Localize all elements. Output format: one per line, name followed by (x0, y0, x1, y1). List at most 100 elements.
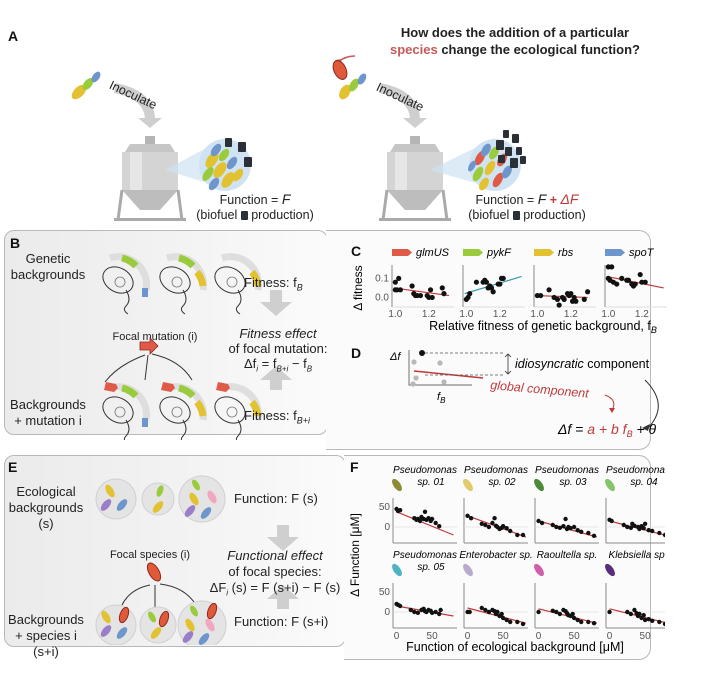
species-icon (534, 478, 544, 492)
backgrounds-species-label: Backgrounds + species i (s+i) (8, 612, 84, 659)
global-arrow (604, 394, 615, 411)
community-cells-right (468, 143, 512, 191)
y-tick-label: 50 (379, 502, 391, 513)
species-icon (463, 478, 473, 492)
species-icon (605, 478, 615, 492)
data-point (641, 613, 646, 618)
species-title: Raoultella sp. (537, 550, 598, 561)
fuel-pump-icon (240, 211, 248, 220)
data-point (563, 516, 568, 522)
data-point (625, 524, 630, 530)
data-point (437, 611, 442, 617)
community-plus-species-1 (95, 604, 137, 645)
data-point (546, 287, 552, 293)
x-tick-label: 1.2 (422, 309, 436, 320)
data-point (412, 609, 417, 615)
data-point (646, 617, 651, 622)
down-arrow-function (267, 525, 299, 551)
data-point (479, 521, 484, 526)
y-tick-label: 0 (384, 607, 390, 618)
inoculate-arrow-right (378, 83, 420, 121)
species-icon (605, 563, 615, 577)
data-point (392, 279, 398, 285)
panel-b-box (4, 230, 328, 435)
data-point (483, 279, 490, 285)
data-point (568, 291, 574, 297)
data-point (410, 381, 416, 387)
x-tick-label: 0 (536, 631, 542, 642)
community-cells-left (202, 143, 244, 191)
data-point (662, 621, 665, 627)
data-point (637, 271, 643, 278)
data-point (397, 287, 403, 293)
genetic-background-cell-1 (98, 257, 148, 314)
data-point (429, 294, 435, 301)
question-line-1: How does the addition of a particular (400, 25, 630, 40)
data-point (467, 609, 472, 615)
green-bacterium-icon (82, 78, 94, 90)
data-point (508, 619, 513, 625)
fit-line (396, 511, 454, 536)
species-subtitle: sp. 01 (417, 477, 444, 488)
data-point (650, 528, 655, 534)
y-tick-label: 0.0 (375, 292, 389, 303)
fitness-top-label: Fitness: fB (244, 275, 303, 293)
up-arrow-function (267, 585, 299, 609)
data-point (607, 609, 612, 615)
function-equation-left: Function = F (219, 191, 291, 208)
focal-data-point (419, 350, 425, 356)
inoculate-arrowhead-left (138, 118, 162, 128)
data-point (490, 520, 495, 526)
data-point (609, 518, 614, 524)
focal-mutation-icon (139, 337, 159, 355)
mutant-cell-2 (155, 382, 203, 440)
mutant-cell-1 (98, 382, 148, 440)
gene-legend-swatch (463, 249, 483, 256)
species-icon (392, 478, 402, 492)
blue-bacterium-icon (357, 73, 367, 85)
data-point (411, 359, 417, 365)
data-point (642, 279, 648, 285)
branch-arrow-middle (144, 354, 149, 381)
panel-f-xlabel: Function of ecological background [μM] (406, 640, 624, 654)
data-point (465, 513, 470, 518)
data-point (479, 605, 484, 611)
function-top-label: Function: F (s) (234, 491, 318, 506)
data-point (621, 522, 626, 528)
data-point (657, 530, 662, 536)
data-point (586, 530, 591, 536)
data-point (483, 607, 488, 613)
y-tick-label: 0 (384, 522, 390, 533)
data-point (508, 528, 513, 534)
data-point (437, 524, 442, 529)
inoculate-arrow-left (113, 83, 155, 121)
biofuel-production-right: (biofuel production) (468, 208, 586, 222)
green-bacterium-icon (349, 78, 359, 92)
data-point (433, 609, 438, 615)
x-tick-label: 1.0 (388, 309, 402, 320)
data-point (427, 287, 434, 293)
data-point (417, 292, 424, 299)
data-point (554, 524, 559, 530)
gene-legend-label: spoT (629, 247, 655, 259)
data-point (556, 302, 562, 308)
fitness-bottom-label: Fitness: fB+i (244, 408, 311, 426)
data-point (473, 279, 480, 285)
data-point (396, 275, 402, 281)
species-title: Pseudomonas (606, 465, 665, 476)
data-point (586, 619, 591, 625)
genetic-background-cell-3 (210, 257, 258, 314)
data-point (575, 528, 580, 533)
data-point (536, 609, 541, 615)
function-label-left: Function = F (biofuel production) (190, 192, 320, 223)
data-point (662, 532, 665, 538)
panel-f-box (344, 455, 651, 660)
x-tick-label: 0 (607, 631, 613, 642)
species-icon (534, 563, 544, 577)
data-point (571, 615, 577, 621)
data-point (467, 291, 473, 297)
data-point (483, 522, 488, 528)
focal-species-icon (146, 562, 162, 582)
panel-e-illustration (95, 475, 299, 645)
data-point (417, 518, 423, 524)
